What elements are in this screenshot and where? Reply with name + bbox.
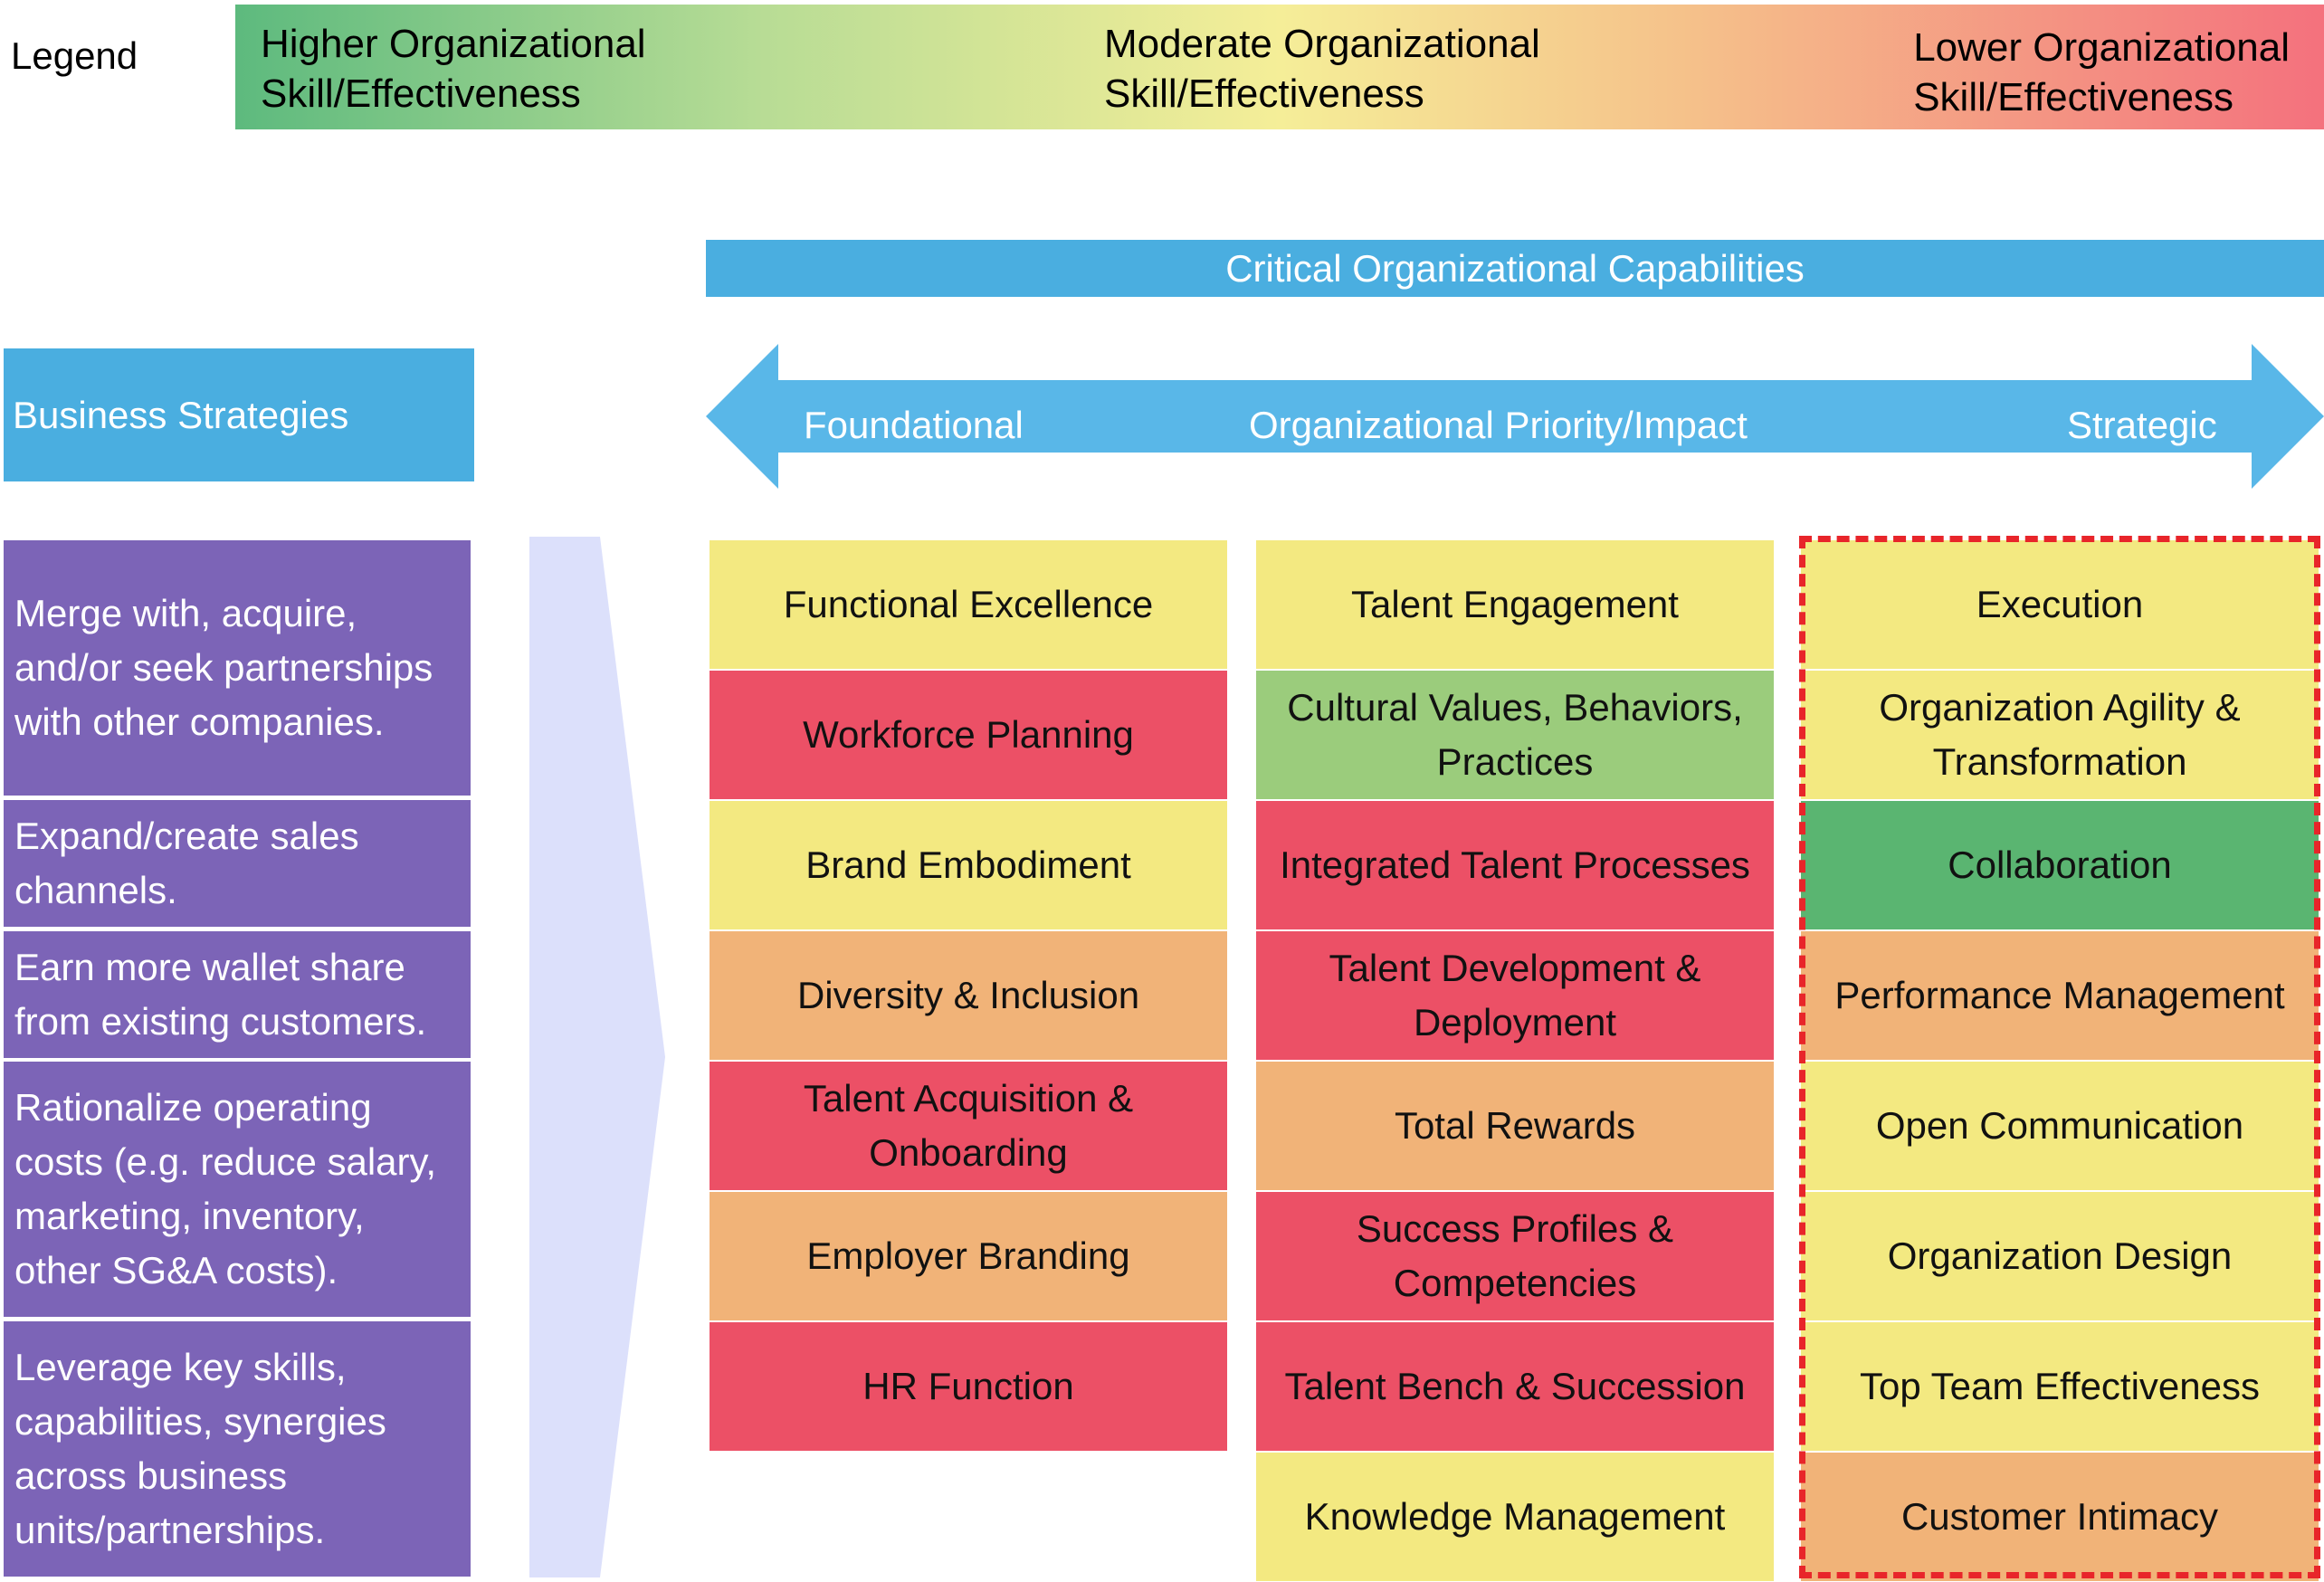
capabilities-title: Critical Organizational Capabilities xyxy=(706,240,2324,297)
legend-low-line-1: Lower Organizational xyxy=(1913,25,2290,70)
capability-organization-design: Organization Design xyxy=(1801,1192,2319,1320)
strategy-item: Merge with, acquire, and/or seek partner… xyxy=(4,540,471,796)
legend-moderate-line-2: Skill/Effectiveness xyxy=(1104,71,1424,116)
legend-low: Lower Organizational Skill/Effectiveness xyxy=(1913,23,2290,122)
legend-label: Legend xyxy=(11,34,138,77)
capability-total-rewards: Total Rewards xyxy=(1256,1062,1774,1190)
legend-high-line-1: Higher Organizational xyxy=(261,22,646,66)
capability-talent-bench: Talent Bench & Succession xyxy=(1256,1322,1774,1451)
strategy-item: Leverage key skills, capabilities, syner… xyxy=(4,1321,471,1577)
capability-organization-agility: Organization Agility & Transformation xyxy=(1801,671,2319,799)
legend-low-line-2: Skill/Effectiveness xyxy=(1913,75,2234,119)
capability-hr-function: HR Function xyxy=(710,1322,1227,1451)
strategy-item: Earn more wallet share from existing cus… xyxy=(4,931,471,1058)
capability-workforce-planning: Workforce Planning xyxy=(710,671,1227,799)
legend-gradient-bar: Higher Organizational Skill/Effectivenes… xyxy=(235,5,2324,129)
capability-diversity-inclusion: Diversity & Inclusion xyxy=(710,931,1227,1060)
arrow-label-priority: Organizational Priority/Impact xyxy=(1249,404,1748,446)
capability-employer-branding: Employer Branding xyxy=(710,1192,1227,1320)
capability-top-team-effectiveness: Top Team Effectiveness xyxy=(1801,1322,2319,1451)
business-strategies-title: Business Strategies xyxy=(4,348,474,481)
legend-high-line-2: Skill/Effectiveness xyxy=(261,71,581,116)
arrow-label-strategic: Strategic xyxy=(2067,404,2217,446)
capability-talent-acquisition: Talent Acquisition & Onboarding xyxy=(710,1062,1227,1190)
legend-moderate: Moderate Organizational Skill/Effectiven… xyxy=(1104,19,1540,119)
capability-brand-embodiment: Brand Embodiment xyxy=(710,801,1227,929)
capability-collaboration: Collaboration xyxy=(1801,801,2319,929)
capability-functional-excellence: Functional Excellence xyxy=(710,540,1227,669)
capability-cultural-values: Cultural Values, Behaviors, Practices xyxy=(1256,671,1774,799)
capability-talent-development: Talent Development & Deployment xyxy=(1256,931,1774,1060)
capability-open-communication: Open Communication xyxy=(1801,1062,2319,1190)
legend-high: Higher Organizational Skill/Effectivenes… xyxy=(261,19,646,119)
capability-success-profiles: Success Profiles & Competencies xyxy=(1256,1192,1774,1320)
capability-execution: Execution xyxy=(1801,540,2319,669)
priority-double-arrow xyxy=(706,344,2324,489)
capability-performance-management: Performance Management xyxy=(1801,931,2319,1060)
capability-customer-intimacy: Customer Intimacy xyxy=(1801,1453,2319,1581)
capability-knowledge-management: Knowledge Management xyxy=(1256,1453,1774,1581)
strategy-chevron-arrow xyxy=(529,537,665,1577)
strategy-item: Expand/create sales channels. xyxy=(4,800,471,927)
arrow-label-foundational: Foundational xyxy=(804,404,1024,446)
strategy-item: Rationalize operating costs (e.g. reduce… xyxy=(4,1062,471,1317)
capability-talent-engagement: Talent Engagement xyxy=(1256,540,1774,669)
capability-integrated-talent-processes: Integrated Talent Processes xyxy=(1256,801,1774,929)
legend-moderate-line-1: Moderate Organizational xyxy=(1104,22,1540,66)
